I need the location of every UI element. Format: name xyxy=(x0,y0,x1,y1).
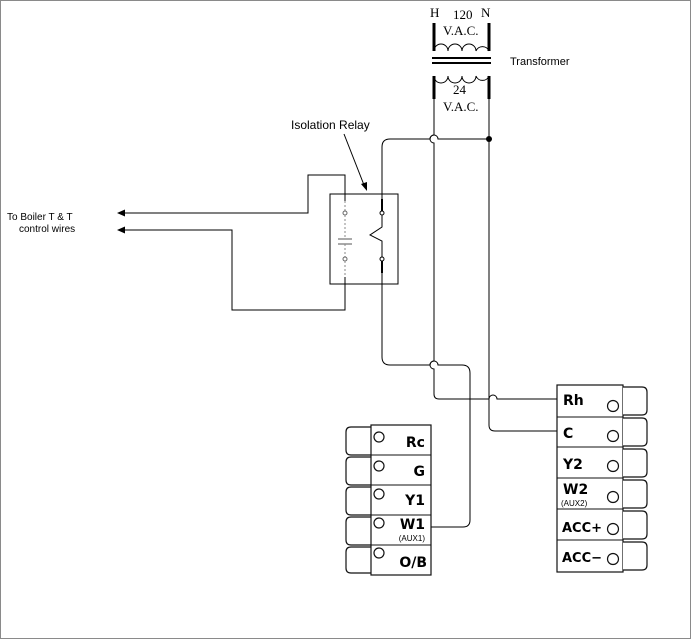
terminal-screw-w2 xyxy=(606,490,620,504)
terminal-screw-acc-plus xyxy=(606,522,620,536)
terminal-sublabel-w1: (AUX1) xyxy=(399,534,426,543)
terminal-label-w2: W2 xyxy=(563,482,588,498)
transformer-neutral-label: N xyxy=(481,5,491,20)
isolation-relay: Isolation Relay xyxy=(291,118,399,285)
transformer-primary-voltage: 120 xyxy=(453,7,473,22)
wire-relay-to-w1 xyxy=(381,273,471,528)
right-tab-5 xyxy=(623,510,648,540)
right-tab-4 xyxy=(623,479,648,509)
boiler-wire-lower xyxy=(125,229,346,311)
left-tab-1 xyxy=(345,426,371,456)
relay-coil-winding xyxy=(369,215,383,257)
left-tab-2 xyxy=(345,456,371,486)
terminal-label-w1: W1 xyxy=(400,517,425,533)
terminal-label-y1: Y1 xyxy=(404,493,425,509)
terminal-screw-y2 xyxy=(606,459,620,473)
isolation-relay-label: Isolation Relay xyxy=(291,118,370,132)
terminal-screw-y1 xyxy=(373,488,385,500)
relay-coil-terminal-bottom xyxy=(379,256,385,262)
left-tab-5 xyxy=(345,546,371,574)
wire-transformer-to-rh xyxy=(429,99,557,400)
right-tab-1 xyxy=(623,386,648,416)
terminal-sublabel-w2: (AUX2) xyxy=(561,499,588,508)
relay-pointer-line xyxy=(343,133,365,186)
wire-junction-to-relay xyxy=(381,134,489,199)
transformer-secondary-voltage: 24 xyxy=(453,82,467,97)
left-terminal-strip xyxy=(370,424,432,576)
relay-contact-terminal-bottom xyxy=(342,256,348,262)
terminal-label-ob: O/B xyxy=(399,555,427,571)
boiler-label-line2: control wires xyxy=(19,224,75,235)
left-terminal-block: Rc G Y1 W1 (AUX1) O/B xyxy=(345,424,432,576)
left-tab-4 xyxy=(345,516,371,546)
wire-transformer-to-c xyxy=(488,99,557,432)
transformer: H N 120 V.A.C. 24 V.A.C. Transformer xyxy=(430,5,570,114)
boiler-connection: To Boiler T & T control wires xyxy=(7,174,346,311)
terminal-label-acc-minus: ACC− xyxy=(562,551,602,566)
terminal-screw-rc xyxy=(373,431,385,443)
boiler-wire-upper xyxy=(125,174,346,214)
left-tab-3 xyxy=(345,486,371,516)
terminal-screw-c xyxy=(606,429,620,443)
terminal-screw-ob xyxy=(373,547,385,559)
secondary-coil xyxy=(433,75,490,84)
terminal-label-g: G xyxy=(414,464,426,480)
terminal-screw-rh xyxy=(606,399,620,413)
right-terminal-block: Rh C Y2 W2 (AUX2) ACC+ ACC− xyxy=(556,384,648,573)
terminal-label-y2: Y2 xyxy=(562,457,583,473)
terminal-screw-acc-minus xyxy=(606,552,620,566)
relay-pointer-arrowhead xyxy=(361,182,367,191)
wiring xyxy=(381,99,557,528)
terminal-label-c: C xyxy=(563,426,573,442)
transformer-primary-unit: V.A.C. xyxy=(443,23,479,38)
terminal-label-rh: Rh xyxy=(563,393,584,409)
right-tab-6 xyxy=(623,541,648,571)
terminal-screw-w1 xyxy=(373,517,385,529)
relay-contact-terminal-top xyxy=(342,210,348,216)
primary-coil xyxy=(433,43,490,52)
terminal-label-acc-plus: ACC+ xyxy=(562,521,602,536)
transformer-hot-label: H xyxy=(430,5,439,20)
right-tab-2 xyxy=(623,417,648,447)
terminal-screw-g xyxy=(373,460,385,472)
right-tab-3 xyxy=(623,448,648,478)
boiler-arrow-upper xyxy=(117,209,125,217)
relay-coil-terminal-top xyxy=(379,210,385,216)
terminal-label-rc: Rc xyxy=(406,435,425,451)
boiler-arrow-lower xyxy=(117,226,125,234)
transformer-secondary-unit: V.A.C. xyxy=(443,99,479,114)
transformer-label: Transformer xyxy=(510,56,570,68)
boiler-label-line1: To Boiler T & T xyxy=(7,212,73,223)
